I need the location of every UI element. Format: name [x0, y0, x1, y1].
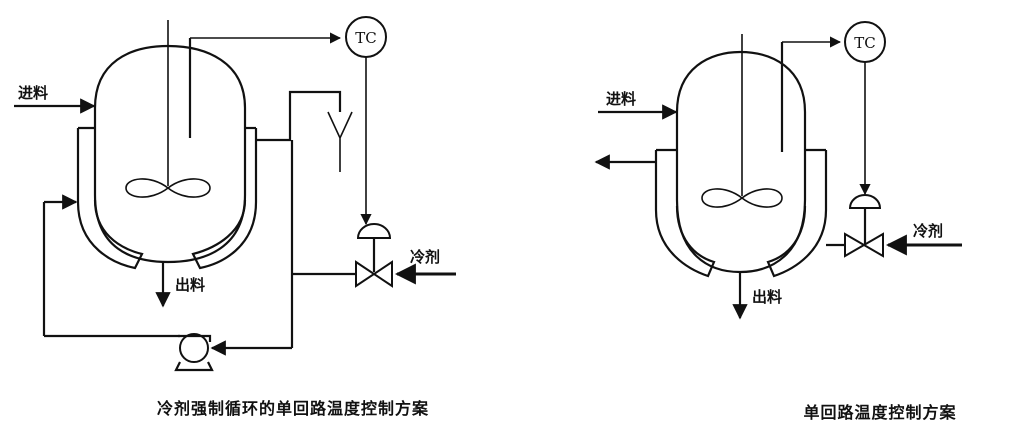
left-coolant-label: 冷剂 — [410, 248, 440, 266]
right-caption: 单回路温度控制方案 — [803, 403, 956, 422]
left-circulation-pump — [174, 333, 214, 372]
right-cooling-jacket — [654, 150, 716, 278]
left-diagram: TC 冷剂 进料 出料 冷剂 — [14, 16, 456, 418]
left-overflow-funnel — [327, 111, 353, 172]
left-feed-label: 进料 — [18, 84, 48, 102]
left-control-valve — [355, 260, 393, 288]
right-tc-label: TC — [854, 34, 875, 52]
left-impeller — [125, 178, 211, 198]
right-valve-actuator — [848, 194, 882, 209]
right-coolant-label: 冷剂 — [913, 222, 943, 240]
left-cooling-jacket — [76, 128, 144, 270]
left-cooling-jacket-right — [191, 128, 258, 270]
left-discharge-label: 出料 — [175, 276, 205, 294]
left-caption: 冷剂强制循环的单回路温度控制方案 — [157, 399, 429, 418]
left-reactor-vessel — [93, 44, 247, 264]
right-diagram: TC 冷剂 进料 出料 单回路温度控制方案 — [594, 21, 962, 422]
right-discharge-label: 出料 — [752, 288, 782, 306]
left-valve-actuator — [356, 223, 392, 239]
right-control-valve — [844, 232, 884, 258]
right-reactor-vessel — [675, 50, 807, 274]
right-impeller — [701, 188, 783, 208]
right-cooling-jacket-right — [766, 150, 828, 278]
left-tc-label: TC — [355, 29, 376, 47]
right-feed-label: 进料 — [606, 90, 636, 108]
